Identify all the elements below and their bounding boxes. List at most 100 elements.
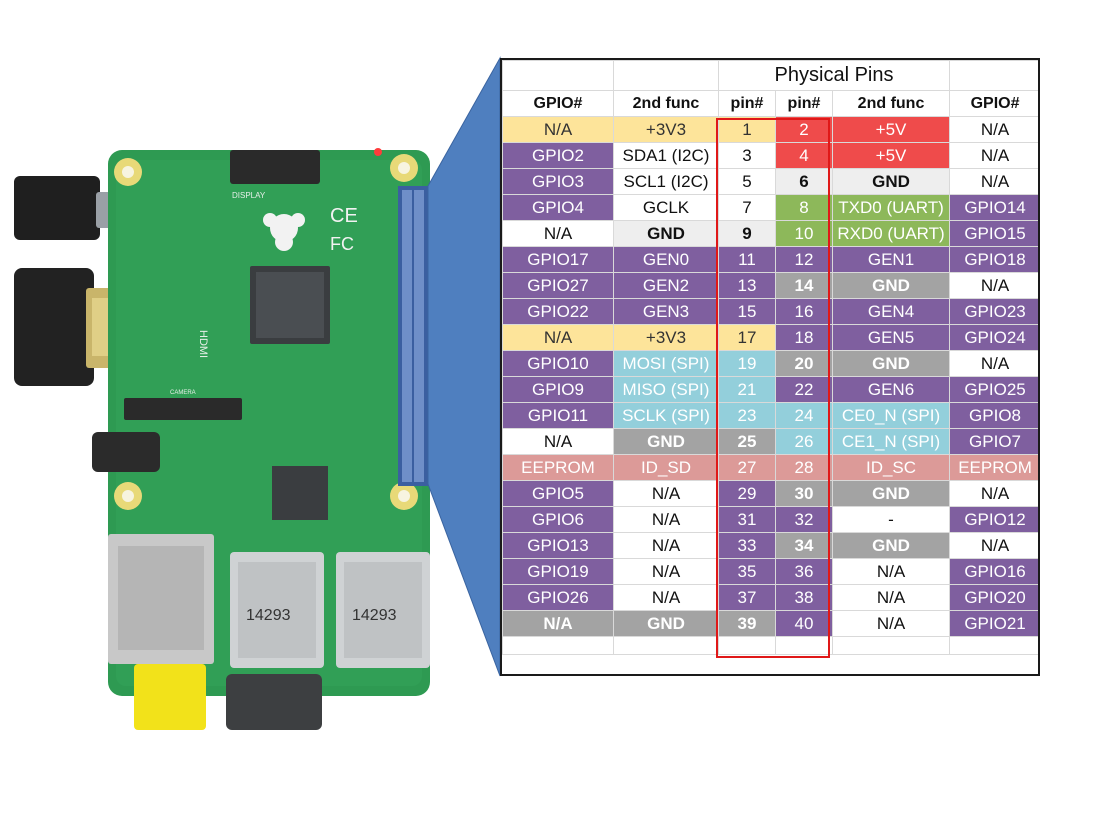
- pin-left-cell: 9: [718, 220, 776, 247]
- pin-right-cell: 32: [775, 506, 833, 533]
- pin-right-cell: 12: [775, 246, 833, 273]
- pin-left-cell: 37: [718, 584, 776, 611]
- func-right-cell: N/A: [831, 610, 951, 637]
- display-label: DISPLAY: [232, 191, 266, 200]
- pin-right-cell: 22: [775, 376, 833, 403]
- pin-right-cell: 14: [775, 272, 833, 299]
- gpio-left-cell: GPIO10: [502, 350, 614, 377]
- display-connector: [230, 150, 320, 184]
- pin-left-cell: 29: [718, 480, 776, 507]
- usb-code-1: 14293: [246, 607, 291, 624]
- pin-left-cell: 27: [718, 454, 776, 481]
- pin-left-cell: 19: [718, 350, 776, 377]
- pin-left-cell: 11: [718, 246, 776, 273]
- usb-power-cable: [14, 176, 100, 240]
- gpio-right-cell: GPIO8: [949, 402, 1038, 429]
- table-title: Physical Pins: [717, 60, 951, 91]
- gpio-right-cell: N/A: [949, 480, 1038, 507]
- func-left-cell: GEN0: [613, 246, 719, 273]
- gpio-left-cell: GPIO6: [502, 506, 614, 533]
- gpio-left-cell: N/A: [502, 324, 614, 351]
- title-row: Physical Pins: [502, 60, 1038, 91]
- camera-connector: [124, 398, 242, 420]
- func-left-cell: N/A: [613, 506, 719, 533]
- pin-left-cell: 33: [718, 532, 776, 559]
- pin-left-cell: 5: [718, 168, 776, 195]
- column-header: 2nd func: [831, 90, 951, 117]
- gpio-left-cell: GPIO22: [502, 298, 614, 325]
- func-left-cell: MOSI (SPI): [613, 350, 719, 377]
- func-left-cell: GEN3: [613, 298, 719, 325]
- func-right-cell: +5V: [831, 142, 951, 169]
- func-right-cell: -: [831, 506, 951, 533]
- gpio-right-cell: GPIO24: [949, 324, 1038, 351]
- func-right-cell: N/A: [831, 584, 951, 611]
- gpio-left-cell: GPIO26: [502, 584, 614, 611]
- gpio-right-cell: GPIO16: [949, 558, 1038, 585]
- func-left-cell: +3V3: [613, 116, 719, 143]
- column-header: GPIO#: [502, 90, 614, 117]
- hdmi-label: HDMI: [197, 330, 209, 358]
- gpio-left-cell: N/A: [502, 116, 614, 143]
- pin-right-cell: 20: [775, 350, 833, 377]
- fc-mark-icon: FC: [330, 234, 354, 254]
- gpio-left-cell: GPIO27: [502, 272, 614, 299]
- usb-cable: [226, 674, 322, 730]
- pin-left-cell: 23: [718, 402, 776, 429]
- pin-right-cell: 30: [775, 480, 833, 507]
- gpio-right-cell: N/A: [949, 168, 1038, 195]
- ce-mark-icon: CE: [330, 205, 358, 227]
- power-led-icon: [374, 148, 382, 156]
- raspberry-pi-board-photo: DISPLAY CE FC HDMI CAMERA 14293 14293: [14, 148, 430, 730]
- column-header: GPIO#: [949, 90, 1038, 117]
- audio-jack: [92, 432, 160, 472]
- func-right-cell: N/A: [831, 558, 951, 585]
- func-left-cell: N/A: [613, 480, 719, 507]
- gpio-right-cell: GPIO23: [949, 298, 1038, 325]
- func-left-cell: MISO (SPI): [613, 376, 719, 403]
- gpio-right-cell: N/A: [949, 116, 1038, 143]
- func-right-cell: GND: [831, 532, 951, 559]
- func-right-cell: RXD0 (UART): [831, 220, 951, 247]
- usb-code-2: 14293: [352, 607, 397, 624]
- gpio-left-cell: GPIO3: [502, 168, 614, 195]
- pin-left-cell: 17: [718, 324, 776, 351]
- gpio-right-cell: GPIO12: [949, 506, 1038, 533]
- gpio-right-cell: GPIO25: [949, 376, 1038, 403]
- pin-left-cell: 35: [718, 558, 776, 585]
- pin-right-cell: 24: [775, 402, 833, 429]
- pin-left-cell: 15: [718, 298, 776, 325]
- header-row: GPIO# 2nd func pin# pin# 2nd func GPIO#: [502, 90, 1038, 117]
- pin-right-cell: 18: [775, 324, 833, 351]
- gpio-left-cell: GPIO17: [502, 246, 614, 273]
- gpio-right-cell: EEPROM: [949, 454, 1038, 481]
- func-left-cell: ID_SD: [613, 454, 719, 481]
- func-right-cell: CE1_N (SPI): [831, 428, 951, 455]
- gpio-right-cell: GPIO7: [949, 428, 1038, 455]
- gpio-left-cell: GPIO19: [502, 558, 614, 585]
- pin-right-cell: 10: [775, 220, 833, 247]
- func-left-cell: N/A: [613, 532, 719, 559]
- func-right-cell: GEN1: [831, 246, 951, 273]
- gpio-left-cell: EEPROM: [502, 454, 614, 481]
- pin-right-cell: 2: [775, 116, 833, 143]
- func-left-cell: SCL1 (I2C): [613, 168, 719, 195]
- gpio-left-cell: GPIO9: [502, 376, 614, 403]
- func-right-cell: ID_SC: [831, 454, 951, 481]
- func-left-cell: GND: [613, 220, 719, 247]
- func-left-cell: SDA1 (I2C): [613, 142, 719, 169]
- gpio-left-cell: N/A: [502, 220, 614, 247]
- gpio-left-cell: GPIO2: [502, 142, 614, 169]
